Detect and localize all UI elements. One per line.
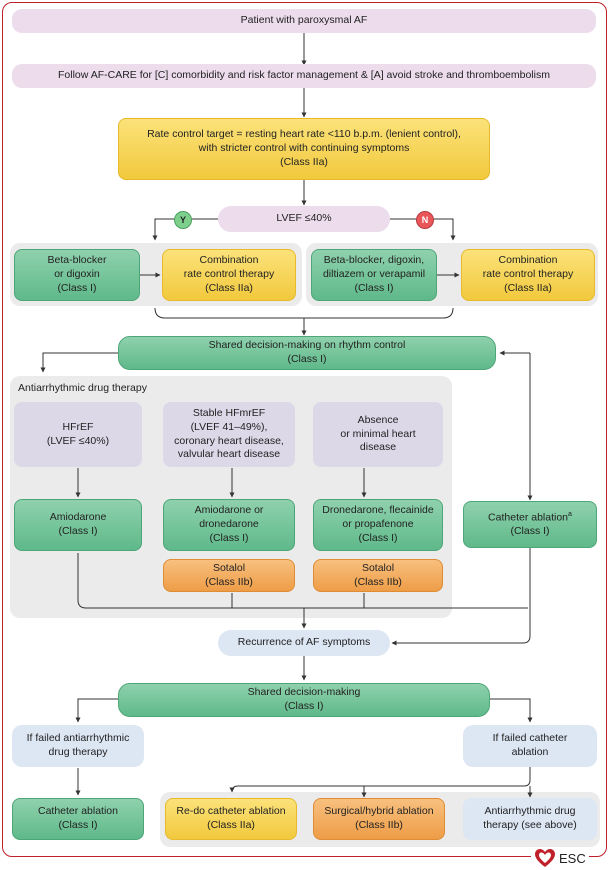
amiodarone-dronedarone-node: Amiodarone or dronedarone (Class I) bbox=[163, 499, 295, 551]
redo-ablation-node: Re-do catheter ablation (Class IIa) bbox=[165, 798, 297, 840]
afcare-node: Follow AF-CARE for [C] comorbidity and r… bbox=[12, 64, 596, 88]
catheter-class: (Class I) bbox=[510, 525, 550, 538]
rate-target-node: Rate control target = resting heart rate… bbox=[118, 118, 490, 180]
hfmref-node: Stable HFmrEF (LVEF 41–49%), coronary he… bbox=[163, 402, 295, 467]
dronedarone-flecainide-node: Dronedarone, flecainide or propafenone (… bbox=[313, 499, 443, 551]
rate-right-combination: Combination rate control therapy (Class … bbox=[461, 249, 595, 301]
catheter-label: Catheter ablation bbox=[488, 511, 569, 524]
no-badge: N bbox=[416, 211, 434, 229]
start-node: Patient with paroxysmal AF bbox=[12, 9, 596, 33]
catheter-footnote: a bbox=[568, 510, 572, 518]
shared-decision-node: Shared decision-making (Class I) bbox=[118, 683, 490, 717]
hfref-node: HFrEF (LVEF ≤40%) bbox=[14, 402, 142, 467]
rate-right-betablocker: Beta-blocker, digoxin, diltiazem or vera… bbox=[311, 249, 437, 301]
rate-left-betablocker: Beta-blocker or digoxin (Class I) bbox=[14, 249, 140, 301]
aad-see-above-node: Antiarrhythmic drug therapy (see above) bbox=[463, 798, 597, 840]
surgical-ablation-node: Surgical/hybrid ablation (Class IIb) bbox=[313, 798, 445, 840]
catheter-ablation-node: Catheter ablationa (Class I) bbox=[463, 501, 597, 548]
outer-frame bbox=[2, 2, 607, 857]
catheter-ablation-2-node: Catheter ablation (Class I) bbox=[12, 798, 144, 840]
yes-badge: Y bbox=[174, 211, 192, 229]
esc-heart-icon bbox=[535, 849, 555, 867]
failed-aad-node: If failed antiarrhythmic drug therapy bbox=[12, 725, 144, 767]
shared-rhythm-node: Shared decision-making on rhythm control… bbox=[118, 336, 496, 370]
aad-panel-title: Antiarrhythmic drug therapy bbox=[18, 382, 147, 394]
sotalol-node-1: Sotalol (Class IIb) bbox=[163, 559, 295, 592]
failed-catheter-node: If failed catheter ablation bbox=[463, 725, 597, 767]
esc-logo-text: ESC bbox=[559, 850, 586, 866]
sotalol-node-2: Sotalol (Class IIb) bbox=[313, 559, 443, 592]
rate-left-combination: Combination rate control therapy (Class … bbox=[162, 249, 296, 301]
recurrence-node: Recurrence of AF symptoms bbox=[218, 630, 390, 656]
esc-logo: ESC bbox=[531, 848, 589, 868]
lvef-decision: LVEF ≤40% bbox=[218, 206, 390, 232]
amiodarone-node: Amiodarone (Class I) bbox=[14, 499, 142, 551]
absence-node: Absence or minimal heart disease bbox=[313, 402, 443, 467]
